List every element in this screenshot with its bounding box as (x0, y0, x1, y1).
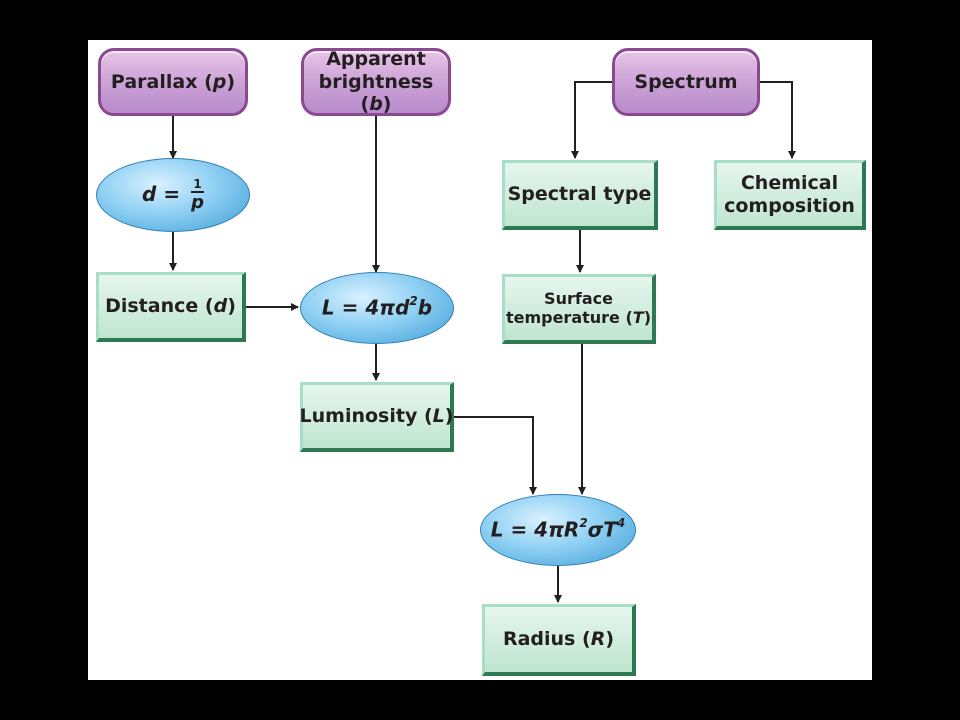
parallax-label: Parallax (110, 70, 198, 93)
formula2-exp1: 2 (579, 515, 588, 530)
node-luminosity: Luminosity (L) (300, 382, 454, 452)
formula1-post: b (417, 295, 433, 320)
node-luminosity-formula-2: L = 4πR2σT4 (480, 494, 636, 566)
node-chemical-composition: Chemical composition (714, 160, 866, 230)
formula2-mid: σT (587, 517, 617, 542)
node-luminosity-formula-1: L = 4πd2b (300, 272, 454, 344)
radius-label: Radius (502, 628, 576, 651)
diagram-background (88, 40, 872, 680)
temperature-var: T (632, 307, 644, 327)
spectral-type-label: Spectral type (507, 183, 652, 206)
distance-formula-eq: = (156, 182, 188, 207)
node-parallax: Parallax (p) (98, 48, 248, 116)
radius-var: R (590, 628, 606, 651)
brightness-var: b (369, 93, 383, 116)
formula1-exp: 2 (409, 293, 418, 308)
temperature-line1: Surface (544, 288, 613, 308)
temperature-line2: temperature (505, 307, 620, 327)
parallax-var: p (212, 70, 227, 93)
formula2-exp2: 4 (616, 515, 626, 530)
formula1-pre: L = 4πd (321, 295, 410, 320)
spectrum-label: Spectrum (634, 70, 738, 93)
distance-label: Distance (105, 295, 199, 318)
distance-var: d (213, 295, 228, 318)
composition-line2: composition (724, 194, 855, 217)
distance-formula-fraction: 1 p (191, 178, 204, 212)
fraction-denominator: p (191, 192, 204, 213)
node-distance-formula: d = 1 p (96, 158, 250, 232)
brightness-line1: Apparent (326, 48, 426, 71)
composition-line1: Chemical (740, 172, 839, 195)
node-apparent-brightness: Apparent brightness (b) (301, 48, 451, 116)
arrow-luminosity-to-radius-formula (452, 416, 537, 495)
distance-formula-lhs: d (142, 182, 157, 207)
luminosity-label: Luminosity (299, 405, 418, 428)
node-spectral-type: Spectral type (502, 160, 658, 230)
arrow-spectrum-to-composition (758, 81, 796, 159)
fraction-numerator: 1 (191, 177, 204, 193)
luminosity-var: L (432, 405, 445, 428)
formula2-pre: L = 4πR (490, 517, 580, 542)
node-radius: Radius (R) (482, 604, 636, 676)
node-surface-temperature: Surface temperature (T) (502, 274, 656, 344)
brightness-line2: brightness (318, 70, 434, 93)
node-distance: Distance (d) (96, 272, 246, 342)
node-spectrum: Spectrum (612, 48, 760, 116)
arrow-spectrum-to-spectral-type (571, 81, 614, 159)
